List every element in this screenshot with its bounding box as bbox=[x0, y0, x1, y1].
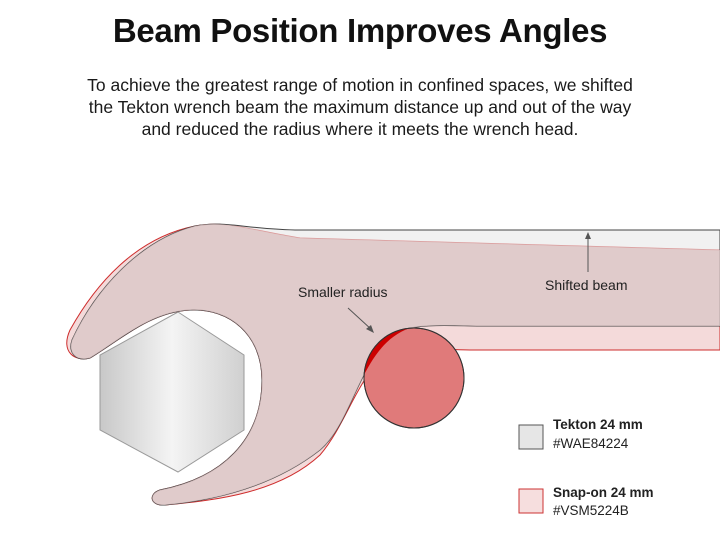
hex-nut bbox=[99, 311, 245, 473]
legend-name-tekton: Tekton 24 mm bbox=[553, 417, 643, 432]
legend-code-snapon: #VSM5224B bbox=[553, 503, 629, 518]
shifted-beam-label: Shifted beam bbox=[545, 277, 628, 293]
legend-swatch-snapon bbox=[518, 488, 544, 514]
legend-swatch-tekton bbox=[518, 424, 544, 450]
smaller-radius-label: Smaller radius bbox=[298, 284, 387, 300]
shifted-beam-arrowhead bbox=[585, 232, 591, 239]
smaller-radius-arrow bbox=[347, 307, 373, 331]
smaller-radius-arrowhead bbox=[366, 325, 374, 333]
overlap-region bbox=[70, 224, 720, 506]
legend: Tekton 24 mm #WAE84224 Snap-on 24 mm #VS… bbox=[518, 417, 654, 518]
legend-code-tekton: #WAE84224 bbox=[553, 436, 629, 451]
description-text: To achieve the greatest range of motion … bbox=[87, 75, 633, 139]
legend-name-snapon: Snap-on 24 mm bbox=[553, 485, 654, 500]
page-title: Beam Position Improves Angles bbox=[112, 12, 608, 49]
